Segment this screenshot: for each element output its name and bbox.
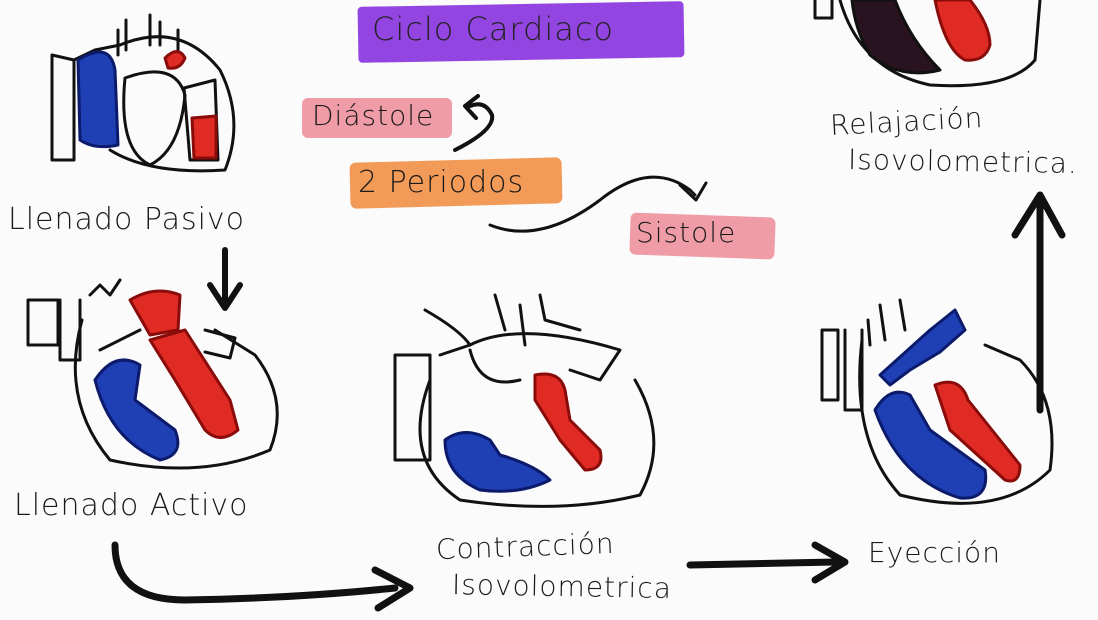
arrow-to-diastole bbox=[455, 104, 492, 150]
stage-contraction-label-1: Contracción bbox=[435, 527, 615, 566]
arrow-contraction-to-ejection bbox=[690, 562, 835, 565]
arrow-passive-to-active bbox=[210, 250, 240, 308]
stage-relaxation-label-2: Isovolometrica. bbox=[848, 143, 1078, 180]
sistole-label: Sistole bbox=[636, 216, 736, 249]
heart-contraction-blue-ventricle bbox=[445, 433, 550, 492]
heart-relaxation-red-chamber bbox=[935, 0, 990, 60]
heart-relaxation-dark-chamber bbox=[852, 0, 940, 73]
stage-active-label: Llenado Activo bbox=[14, 488, 249, 523]
periods-label: 2 Periodos bbox=[358, 165, 524, 200]
heart-active-red-atrium bbox=[130, 291, 180, 335]
heart-active-blue-ventricle bbox=[95, 360, 178, 460]
page-title: Ciclo Cardiaco bbox=[372, 10, 614, 48]
heart-contraction-red-ventricle bbox=[535, 374, 601, 470]
stage-ejection-label: Eyección bbox=[868, 536, 1001, 569]
heart-passive-red-chamber bbox=[192, 116, 216, 158]
diastole-label: Diástole bbox=[312, 99, 434, 132]
stage-contraction-label-2: Isovolometrica bbox=[452, 568, 672, 605]
arrow-active-to-contraction bbox=[115, 545, 395, 600]
heart-ejection-blue-artery bbox=[880, 310, 965, 385]
heart-passive-red-atrium bbox=[165, 52, 185, 69]
stage-passive-label: Llenado Pasivo bbox=[8, 202, 245, 237]
heart-passive-blue-chamber bbox=[78, 52, 118, 147]
